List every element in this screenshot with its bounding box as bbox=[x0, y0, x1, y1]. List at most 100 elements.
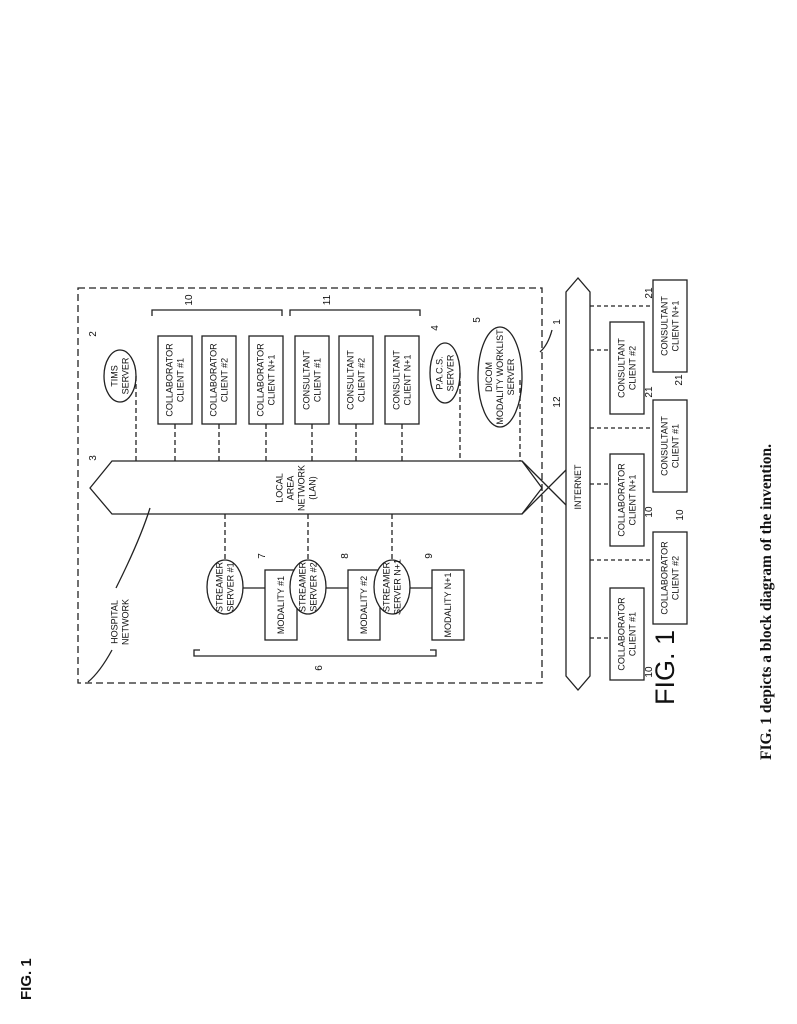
hospital-network-leader bbox=[88, 650, 112, 682]
pacs-server-label-line: SERVER bbox=[446, 354, 456, 391]
external-consultant-client-label: CONSULTANTCLIENT #2 bbox=[617, 338, 638, 398]
consultant-bracket bbox=[290, 310, 420, 316]
modality-ref-text: 9 bbox=[424, 553, 435, 559]
dicom-ref: 5 bbox=[472, 317, 483, 323]
external-ref-text: 10 bbox=[675, 509, 686, 521]
modality-label-line: MODALITY N+1 bbox=[443, 572, 453, 637]
external-collaborator-client-label-line: COLLABORATOR bbox=[617, 597, 627, 671]
external-ref: 21 bbox=[644, 287, 655, 299]
external-ref-text: 21 bbox=[674, 374, 685, 386]
hospital-consultant-client-label: CONSULTANTCLIENT #2 bbox=[346, 350, 367, 410]
internet-ref-text: 12 bbox=[552, 396, 563, 408]
streamer-server-label-line: STREAMER bbox=[215, 562, 225, 613]
tims-ref-text: 2 bbox=[88, 331, 99, 337]
lan-label-line: NETWORK bbox=[297, 465, 307, 511]
lan-ref-text: 3 bbox=[88, 455, 99, 461]
external-collaborator-client-label-line: CLIENT #2 bbox=[671, 556, 681, 600]
internet-label: INTERNET bbox=[573, 464, 583, 510]
streamer-bracket bbox=[194, 650, 436, 656]
hospital-collaborator-client-label-line: CLIENT N+1 bbox=[267, 354, 277, 405]
system-ref: 1 bbox=[552, 319, 563, 325]
hospital-consultant-client-label-line: CONSULTANT bbox=[346, 350, 356, 410]
streamer-group-ref: 6 bbox=[314, 665, 325, 671]
streamer-server-label-line: STREAMER bbox=[298, 562, 308, 613]
internet-ref: 12 bbox=[552, 396, 563, 408]
dicom-server-label-line: SERVER bbox=[506, 358, 516, 395]
hospital-consultant-client-label-line: CONSULTANT bbox=[302, 350, 312, 410]
external-ref: 21 bbox=[644, 386, 655, 398]
hospital-collaborator-client-label-line: COLLABORATOR bbox=[165, 343, 175, 417]
hospital-network-label-line: HOSPITAL bbox=[110, 600, 120, 644]
tims-server-label-line: TIMS bbox=[110, 365, 120, 387]
streamer-server-label: STREAMERSERVER #2 bbox=[298, 562, 319, 613]
modality-ref-text: 8 bbox=[340, 553, 351, 559]
external-ref-text: 21 bbox=[644, 386, 655, 398]
pacs-server-label: P.A.C.S.SERVER bbox=[435, 354, 456, 391]
modality-label: MODALITY #1 bbox=[276, 576, 286, 634]
tims-ref: 2 bbox=[88, 331, 99, 337]
external-consultant-client-label-line: CONSULTANT bbox=[660, 416, 670, 476]
hospital-collaborator-client-label-line: CLIENT #1 bbox=[176, 358, 186, 402]
collaborator-group-ref: 10 bbox=[184, 294, 195, 306]
streamer-group-ref-text: 6 bbox=[314, 665, 325, 671]
dicom-server-label-line: DICOM bbox=[484, 362, 494, 392]
pacs-ref: 4 bbox=[430, 325, 441, 331]
hospital-network-label-line: NETWORK bbox=[121, 599, 131, 645]
modality-ref: 8 bbox=[340, 553, 351, 559]
system-ref-text: 1 bbox=[552, 319, 563, 325]
external-collaborator-client-label-line: CLIENT N+1 bbox=[628, 474, 638, 525]
modality-label: MODALITY N+1 bbox=[443, 572, 453, 637]
modality-label-line: MODALITY #1 bbox=[276, 576, 286, 634]
lan-label-line: (LAN) bbox=[308, 476, 318, 500]
external-consultant-client-label-line: CLIENT N+1 bbox=[671, 300, 681, 351]
lan-ref: 3 bbox=[88, 455, 99, 461]
external-consultant-client-label-line: CLIENT #2 bbox=[628, 346, 638, 390]
external-ref-text: 21 bbox=[644, 287, 655, 299]
pacs-server-label-line: P.A.C.S. bbox=[435, 356, 445, 389]
hospital-consultant-client-label-line: CLIENT #2 bbox=[357, 358, 367, 402]
hospital-network-label: HOSPITALNETWORK bbox=[110, 599, 131, 645]
external-consultant-client-label-line: CONSULTANT bbox=[660, 296, 670, 356]
hospital-consultant-client-label: CONSULTANTCLIENT #1 bbox=[302, 350, 323, 410]
hospital-consultant-client-label-line: CLIENT #1 bbox=[313, 358, 323, 402]
figure-label: FIG. 1 bbox=[650, 630, 681, 705]
collaborator-group-ref-text: 10 bbox=[184, 294, 195, 306]
internet-label-line: INTERNET bbox=[573, 464, 583, 510]
external-ref-text: 10 bbox=[644, 506, 655, 518]
collaborator-bracket bbox=[152, 310, 282, 316]
hospital-collaborator-client-label-line: CLIENT #2 bbox=[220, 358, 230, 402]
streamer-server-label-line: SERVER #2 bbox=[309, 562, 319, 611]
external-consultant-client-label: CONSULTANTCLIENT N+1 bbox=[660, 296, 681, 356]
consultant-group-ref: 11 bbox=[322, 294, 333, 305]
pacs-ref-text: 4 bbox=[430, 325, 441, 331]
modality-ref-text: 7 bbox=[257, 553, 268, 559]
lan-leader bbox=[116, 508, 150, 588]
external-consultant-client-label-line: CONSULTANT bbox=[617, 338, 627, 398]
modality-label: MODALITY #2 bbox=[359, 576, 369, 634]
external-consultant-client-label: CONSULTANTCLIENT #1 bbox=[660, 416, 681, 476]
hospital-consultant-client-label-line: CONSULTANT bbox=[392, 350, 402, 410]
figure-caption: FIG. 1 depicts a block diagram of the in… bbox=[758, 444, 776, 760]
modality-ref: 7 bbox=[257, 553, 268, 559]
hospital-consultant-client-label-line: CLIENT N+1 bbox=[403, 354, 413, 405]
external-ref: 10 bbox=[644, 506, 655, 518]
modality-label-line: MODALITY #2 bbox=[359, 576, 369, 634]
external-collaborator-client-label-line: CLIENT #1 bbox=[628, 612, 638, 656]
external-ref: 10 bbox=[675, 509, 686, 521]
external-ref: 21 bbox=[674, 374, 685, 386]
tims-server-label-line: SERVER bbox=[121, 357, 131, 394]
lan-label-line: LOCAL bbox=[275, 473, 285, 503]
streamer-server-label: STREAMERSERVER N+1 bbox=[382, 559, 403, 615]
external-collaborator-client-label-line: COLLABORATOR bbox=[617, 463, 627, 537]
streamer-server-label-line: SERVER N+1 bbox=[393, 559, 403, 615]
modality-ref: 9 bbox=[424, 553, 435, 559]
consultant-group-ref-text: 11 bbox=[322, 294, 333, 305]
streamer-server-label-line: SERVER #1 bbox=[226, 562, 236, 611]
external-collaborator-client-label-line: COLLABORATOR bbox=[660, 541, 670, 615]
dicom-server-label-line: MODALITY WORKLIST bbox=[495, 329, 505, 425]
dicom-ref-text: 5 bbox=[472, 317, 483, 323]
streamer-server-label: STREAMERSERVER #1 bbox=[215, 562, 236, 613]
hospital-collaborator-client-label-line: COLLABORATOR bbox=[256, 343, 266, 417]
streamer-server-label-line: STREAMER bbox=[382, 562, 392, 613]
